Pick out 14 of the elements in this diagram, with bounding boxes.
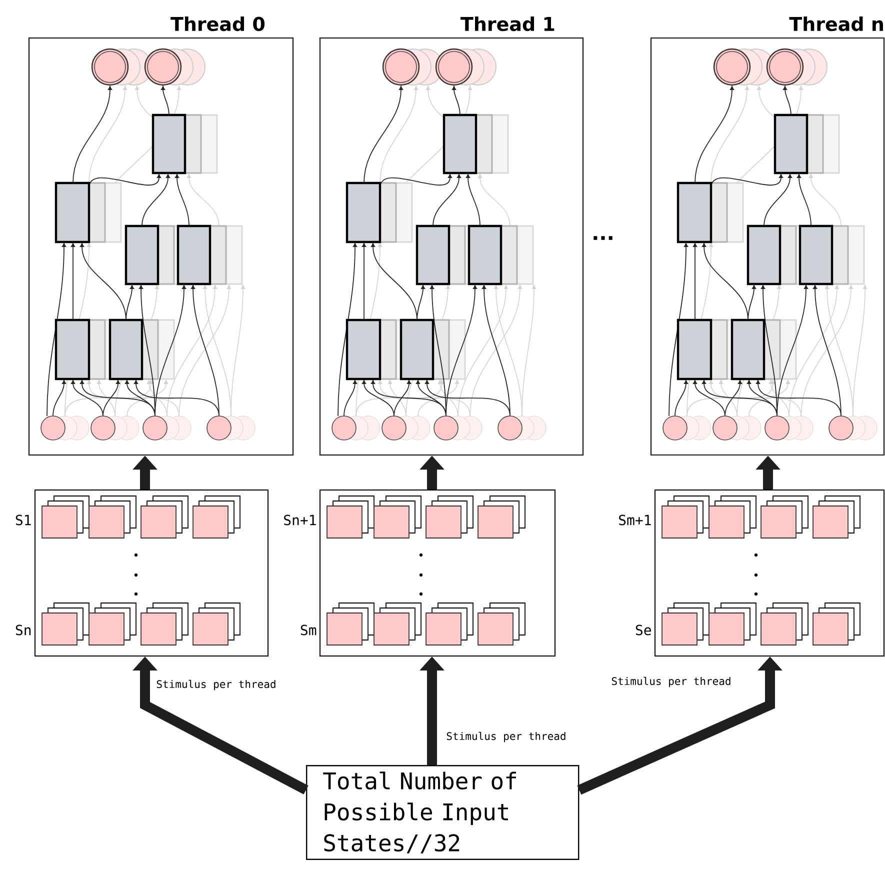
row-label: Sn+1	[284, 514, 316, 526]
edge-label: Stimulus per thread	[446, 732, 566, 742]
edge-label: Stimulus per thread	[612, 676, 730, 688]
total-box: Total Number of Possible Input States//32	[306, 765, 580, 860]
edge-label: Stimulus per thread	[156, 680, 276, 690]
row-label: Se	[636, 624, 651, 636]
panel-title: Thread n	[789, 16, 883, 32]
row-label: Sm	[300, 624, 316, 636]
row-label: S1	[16, 514, 31, 526]
panel-title: Thread 1	[460, 16, 554, 32]
row-label: Sn	[16, 624, 31, 636]
panel-title: Thread 0	[170, 16, 265, 32]
ellipsis-label: ...	[594, 236, 612, 240]
row-label: Sm+1	[619, 514, 651, 526]
